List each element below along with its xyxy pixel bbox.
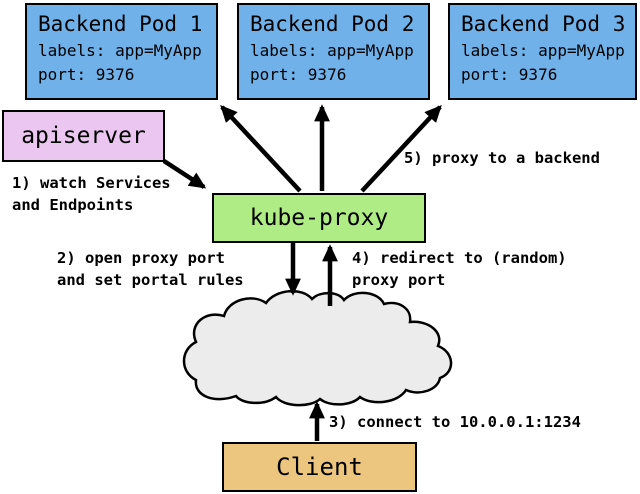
annotation-step3: 3) connect to 10.0.0.1:1234 (329, 413, 581, 431)
annotation-step2: 2) open proxy port and set portal rules (57, 249, 244, 289)
pod-port: port: 9376 (38, 65, 135, 84)
kube-proxy-label: kube-proxy (249, 205, 389, 231)
kube-proxy-box: kube-proxy (212, 193, 426, 243)
arrow-kubeproxy-to-pod1 (220, 105, 302, 193)
backend-pod-1-box: Backend Pod 1 labels: app=MyApp port: 93… (25, 3, 218, 100)
pod-title: Backend Pod 2 (250, 12, 415, 36)
pod-title: Backend Pod 1 (38, 12, 203, 36)
apiserver-label: apiserver (21, 123, 146, 149)
pod-port: port: 9376 (250, 65, 347, 84)
pod-labels: labels: app=MyApp (461, 41, 625, 60)
iptables-label: iptables (276, 337, 354, 356)
backend-pod-3-box: Backend Pod 3 labels: app=MyApp port: 93… (448, 3, 637, 100)
pod-port: port: 9376 (461, 65, 558, 84)
annotation-step4: 4) redirect to (random) proxy port (352, 249, 567, 289)
annotation-step5: 5) proxy to a backend (404, 149, 600, 167)
client-box: Client (222, 442, 417, 492)
pod-labels: labels: app=MyApp (38, 41, 202, 60)
pod-labels: labels: app=MyApp (250, 41, 414, 60)
annotation-step1: 1) watch Services and Endpoints (12, 174, 171, 214)
pod-title: Backend Pod 3 (461, 12, 626, 36)
backend-pod-2-box: Backend Pod 2 labels: app=MyApp port: 93… (237, 3, 430, 100)
client-label: Client (276, 453, 363, 481)
apiserver-box: apiserver (2, 110, 165, 162)
